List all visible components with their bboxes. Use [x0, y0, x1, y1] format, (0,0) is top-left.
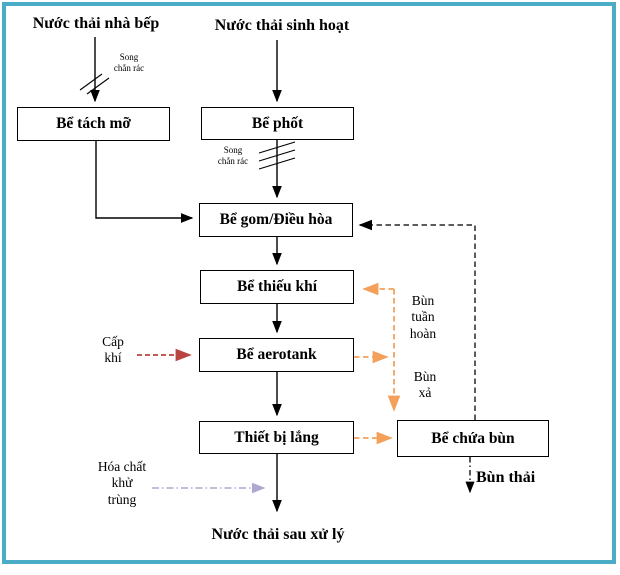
- tank-collection-equalization: Bể gom/Điều hòa: [199, 203, 353, 237]
- treated-water-output-label: Nước thải sau xử lý: [211, 526, 345, 543]
- excess-sludge-label: Bùn xả: [413, 369, 437, 401]
- tank-anoxic: Bể thiếu khí: [200, 270, 354, 304]
- disinfectant-chemical-label: Hóa chất khử trùng: [97, 459, 147, 507]
- sludge-flow-arrows: [354, 282, 401, 445]
- tank-sludge-storage: Bể chứa bùn: [397, 420, 549, 457]
- bar-screen-icon-left: [79, 73, 110, 95]
- air-supply-label: Cấp khí: [102, 334, 124, 366]
- main-flow-arrows: [90, 37, 282, 513]
- bar-screen-center-label: Song chắn rác: [217, 145, 249, 167]
- source-kitchen-wastewater-label: Nước thải nhà bếp: [32, 15, 160, 32]
- tank-settling-device: Thiết bị lắng: [199, 421, 354, 454]
- bar-screen-left-label: Song chắn rác: [113, 52, 145, 74]
- tank-grease-separator: Bể tách mỡ: [17, 107, 170, 141]
- arrow-grease-to-collection: [95, 141, 194, 223]
- waste-sludge-output-label: Bùn thải: [476, 469, 536, 486]
- bar-screen-icon-center: [258, 141, 296, 170]
- return-sludge-label: Bùn tuần hoàn: [409, 293, 437, 341]
- diagram-frame: [2, 2, 616, 564]
- tank-septic: Bể phốt: [201, 107, 354, 140]
- arrow-supernatant-return-to-collection: [358, 219, 476, 420]
- source-domestic-wastewater-label: Nước thải sinh hoạt: [214, 17, 350, 34]
- tank-aerotank: Bể aerotank: [199, 338, 354, 372]
